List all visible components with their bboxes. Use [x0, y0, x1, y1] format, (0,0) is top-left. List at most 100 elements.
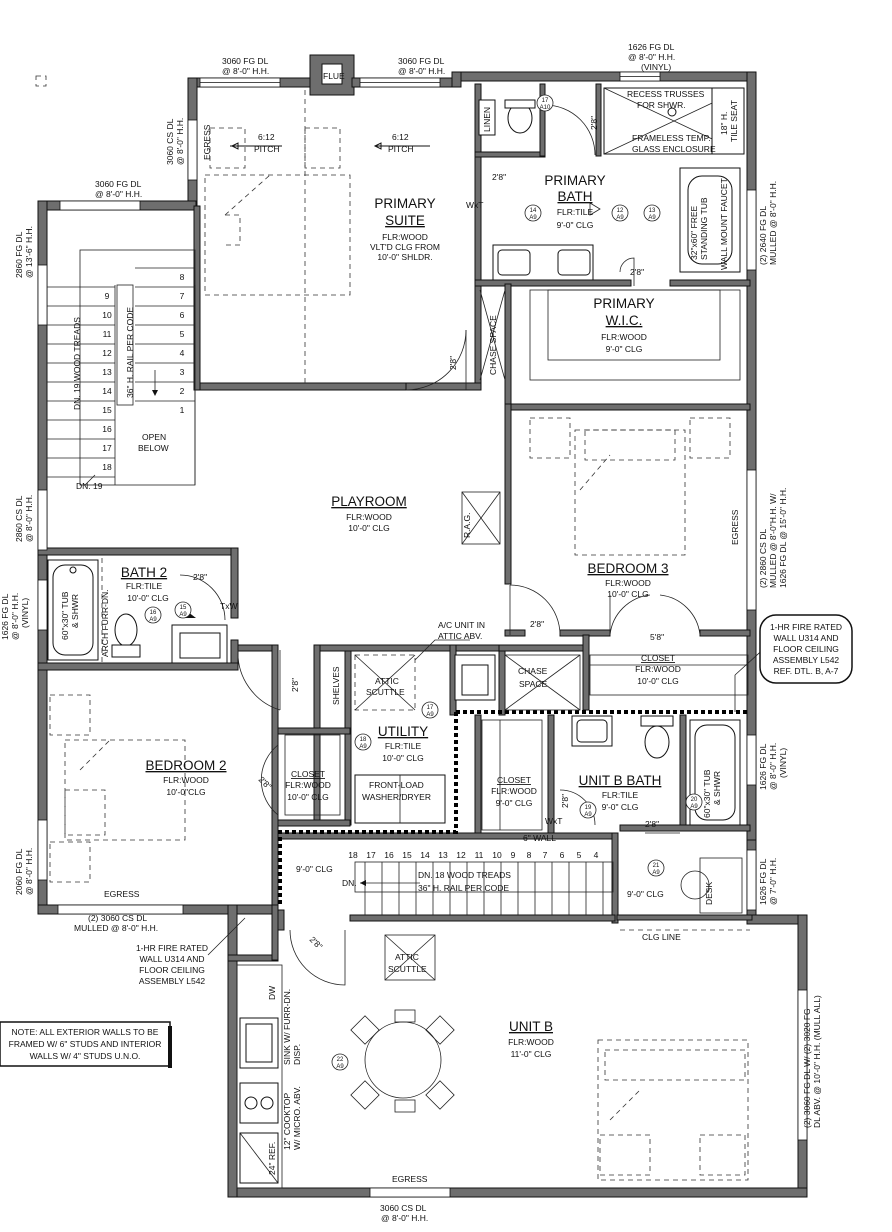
bedroom3-furniture [529, 417, 749, 696]
attic-label: SCUTTLE [366, 687, 405, 697]
stair-numbers: 9 10 11 12 13 14 15 16 17 18 8 7 6 5 4 3… [102, 272, 598, 860]
window-label: 2860 CS DL [14, 495, 24, 542]
svg-text:2: 2 [180, 386, 185, 396]
wall-label: 6" WALL [523, 833, 556, 843]
svg-text:5: 5 [577, 850, 582, 860]
tub-label: & SHWR [70, 594, 80, 628]
window-label: @ 8'-0" H.H. [24, 495, 34, 542]
window-label: 3060 CS DL [165, 118, 175, 165]
chase-label: CHASE [518, 666, 548, 676]
svg-text:17: 17 [102, 443, 112, 453]
window-label: (2) 2860 CS DL [758, 529, 768, 588]
svg-text:1: 1 [180, 405, 185, 415]
room-name: CLOSET [291, 769, 325, 779]
room-name: SUITE [385, 213, 425, 228]
room-floor: FLR:TILE [385, 741, 422, 751]
desk-area [620, 832, 750, 931]
wxt-label: WxT [545, 816, 562, 826]
tub-label: 60"x30" TUB [702, 769, 712, 818]
svg-text:ASSEMBLY L542: ASSEMBLY L542 [139, 976, 206, 986]
faucet-label: WALL MOUNT FAUCET [719, 178, 729, 270]
playroom-items [461, 491, 561, 636]
annotation-labels: FLUE EGRESS 6:12 PITCH 6:12 PITCH LINEN … [60, 71, 740, 1184]
svg-text:A9: A9 [652, 870, 660, 876]
room-ceiling: 9'-0" CLG [496, 798, 533, 808]
primary-bath-fixtures [478, 87, 745, 286]
svg-text:1-HR FIRE RATED: 1-HR FIRE RATED [770, 622, 842, 632]
door-size: 2'8" [492, 172, 506, 182]
fire-rated-note-right: 1-HR FIRE RATED WALL U314 AND FLOOR CEIL… [770, 622, 842, 676]
window-label: 1626 FG DL @ 15'-0" H.H. [778, 488, 788, 588]
door-size: 2'8" [448, 356, 458, 370]
window-label: 3060 FG DL [398, 56, 445, 66]
room-ceiling: 10'-0" CLG [127, 593, 169, 603]
window-label: @ 8'-0" H.H. [768, 743, 778, 790]
upper-stairs [47, 249, 196, 486]
open-below-label: OPEN [142, 432, 166, 442]
egress-label: EGRESS [730, 509, 740, 545]
svg-text:9: 9 [511, 850, 516, 860]
window-label: (2) 3060 FG DL W/ (2) 3020 FG [802, 1008, 812, 1128]
room-ceiling: 10'-0" SHLDR. [377, 252, 432, 262]
svg-text:A9: A9 [149, 617, 157, 623]
window-label: @ 7'-0" H.H. [768, 858, 778, 905]
egress-label: EGRESS [392, 1174, 428, 1184]
exterior-wall-note-box [0, 1021, 171, 1067]
room-name: UNIT B [509, 1019, 553, 1034]
svg-text:6: 6 [560, 850, 565, 860]
room-ceiling: VLT'D CLG FROM [370, 242, 440, 252]
room-name: PRIMARY [544, 173, 605, 188]
svg-text:8: 8 [180, 272, 185, 282]
window-label: @ 8'-0" H.H. [10, 593, 20, 640]
window-label: DL ABV. @ 10'-0" H.H. (MULL ALL) [812, 995, 822, 1128]
unitb-furniture [236, 934, 749, 1189]
window-label: @ 8'-0" H.H. [222, 66, 269, 76]
svg-text:WALL U314 AND: WALL U314 AND [139, 954, 204, 964]
svg-text:15: 15 [102, 405, 112, 415]
room-name: CLOSET [641, 653, 675, 663]
svg-text:6: 6 [180, 310, 185, 320]
utility-items [354, 639, 581, 824]
room-ceiling: 9'-0" CLG [557, 220, 594, 230]
svg-text:8: 8 [527, 850, 532, 860]
stair-treads-label: DN. 19 WOOD TREADS [72, 317, 82, 410]
primary-suite-furniture [204, 90, 467, 391]
window-label: 1626 FG DL [758, 858, 768, 905]
stair-rail-label: 36" H. RAIL PER CODE [125, 307, 135, 398]
svg-text:FRAMED W/ 6" STUDS AND INTERIO: FRAMED W/ 6" STUDS AND INTERIOR [9, 1039, 162, 1049]
svg-text:A9: A9 [179, 612, 187, 618]
window-label: MULLED @ 8'-0" H.H. [74, 923, 158, 933]
door-size: 2'8" [530, 619, 544, 629]
wxt-label: WxT [466, 200, 483, 210]
linen-label: LINEN [482, 107, 492, 132]
svg-text:4: 4 [594, 850, 599, 860]
cooktop-label: W/ MICRO. ABV. [292, 1086, 302, 1150]
sink-label: DISP. [292, 1044, 302, 1065]
svg-text:11: 11 [475, 850, 484, 860]
stair-dn-label: DN. [342, 878, 357, 888]
room-floor: FLR:TILE [557, 207, 594, 217]
svg-text:10: 10 [492, 850, 502, 860]
lower-stairs [289, 861, 614, 986]
tub-label: 32"x60" FREE [689, 205, 699, 260]
tub-label: 60"x30" TUB [60, 591, 70, 640]
svg-text:FLOOR CEILING: FLOOR CEILING [773, 644, 839, 654]
fire-rated-walls [278, 710, 750, 905]
window-label: 1626 FG DL [0, 593, 10, 640]
svg-text:7: 7 [180, 291, 185, 301]
window-label: 2060 FG DL [14, 848, 24, 895]
room-name: UTILITY [378, 724, 428, 739]
svg-text:14: 14 [530, 208, 537, 214]
door-size: 2'8" [589, 116, 599, 130]
svg-text:5: 5 [180, 329, 185, 339]
door-size: 2'8" [290, 678, 300, 692]
rag-label: R.A.G. [462, 512, 472, 538]
pitch-label: PITCH [388, 144, 414, 154]
svg-text:A9: A9 [584, 812, 592, 818]
svg-text:A9: A9 [359, 744, 367, 750]
clg-line-label: CLG LINE [642, 932, 681, 942]
ac-label: ATTIC ABV. [438, 631, 482, 641]
window-label: MULLED @ 8'-0" H.H. [768, 181, 778, 265]
primary-wic [479, 289, 741, 381]
